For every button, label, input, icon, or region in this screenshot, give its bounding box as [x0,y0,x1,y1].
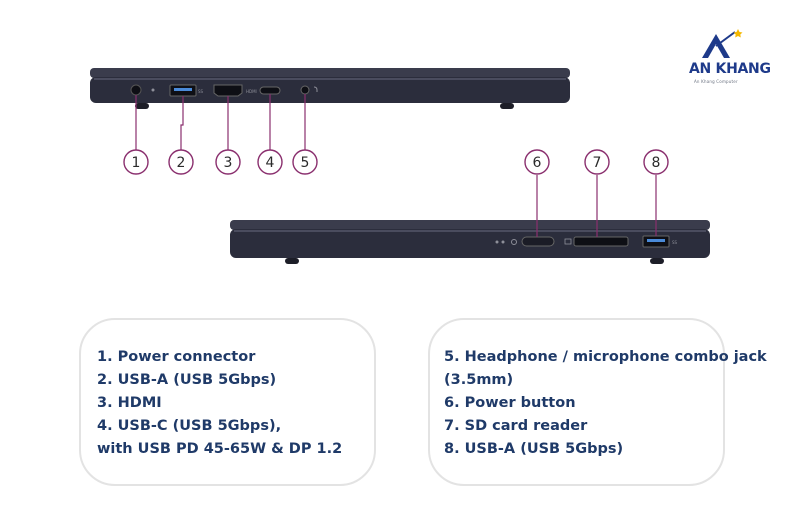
laptop-left-side: SS HDMI [90,68,570,109]
legend-item-5-continued: (3.5mm) [444,372,514,388]
callout-number: 5 [301,155,310,171]
callout-number: 8 [652,155,661,171]
laptop-lid-left [90,68,570,78]
laptop-right-side: SS [230,220,710,264]
callout-circles: 1 2 3 4 5 6 7 8 [123,149,669,175]
legend-item-4-continued: with USB PD 45-65W & DP 1.2 [97,441,343,457]
power-connector-port [130,84,142,96]
rubber-foot [650,258,664,264]
leader-lines [135,94,657,237]
power-button [521,236,555,247]
usb-c-port [259,86,281,95]
legend-item-4: 4. USB-C (USB 5Gbps), [97,418,282,434]
laptop-lid-right [230,220,710,230]
callout-number: 2 [177,155,186,171]
headphone-icon [313,86,318,92]
rubber-foot [500,103,514,109]
legend-item-7: 7. SD card reader [444,418,588,434]
hdmi-port-label: HDMI [246,89,257,94]
legend-item-3: 3. HDMI [97,395,162,411]
legend-item-8: 8. USB-A (USB 5Gbps) [444,441,624,457]
callout-7: 7 [584,149,610,175]
callout-number: 1 [132,155,141,171]
sd-card-icon [564,238,572,245]
audio-jack-port [300,85,310,95]
callout-3: 3 [215,149,241,175]
rubber-foot [135,103,149,109]
right-legend-card: 5. Headphone / microphone combo jack (3.… [428,318,767,486]
callout-number: 4 [266,155,275,171]
callout-number: 3 [224,155,233,171]
an-khang-logo-icon [702,29,743,58]
logo-tagline: An Khang Computer [694,79,738,84]
status-led-icon [495,240,499,244]
sd-card-reader-slot [573,236,629,247]
rubber-foot [285,258,299,264]
callout-6: 6 [524,149,550,175]
callout-number: 7 [593,155,602,171]
callout-2: 2 [168,149,194,175]
legend-item-6: 6. Power button [444,395,576,411]
callout-number: 6 [533,155,542,171]
legend-item-5: 5. Headphone / microphone combo jack [444,349,767,365]
laptop-base-left [90,77,570,103]
laptop-base-right [230,229,710,258]
legend-item-2: 2. USB-A (USB 5Gbps) [97,372,277,388]
logo-brand-name: AN KHANG [689,61,771,77]
leader-line-2 [180,96,184,150]
power-symbol-icon [511,239,517,245]
hdmi-port [213,84,243,97]
legend-item-1: 1. Power connector [97,349,256,365]
callout-4: 4 [257,149,283,175]
power-indicator-icon [151,88,155,92]
left-legend-card: 1. Power connector 2. USB-A (USB 5Gbps) … [79,318,376,486]
callout-1: 1 [123,149,149,175]
star-icon [733,29,743,38]
usb-ss-label-left: SS [198,89,204,94]
callout-5: 5 [292,149,318,175]
callout-8: 8 [643,149,669,175]
usb-ss-label-right: SS [672,240,678,245]
ports-diagram: SS HDMI SS [90,29,743,264]
